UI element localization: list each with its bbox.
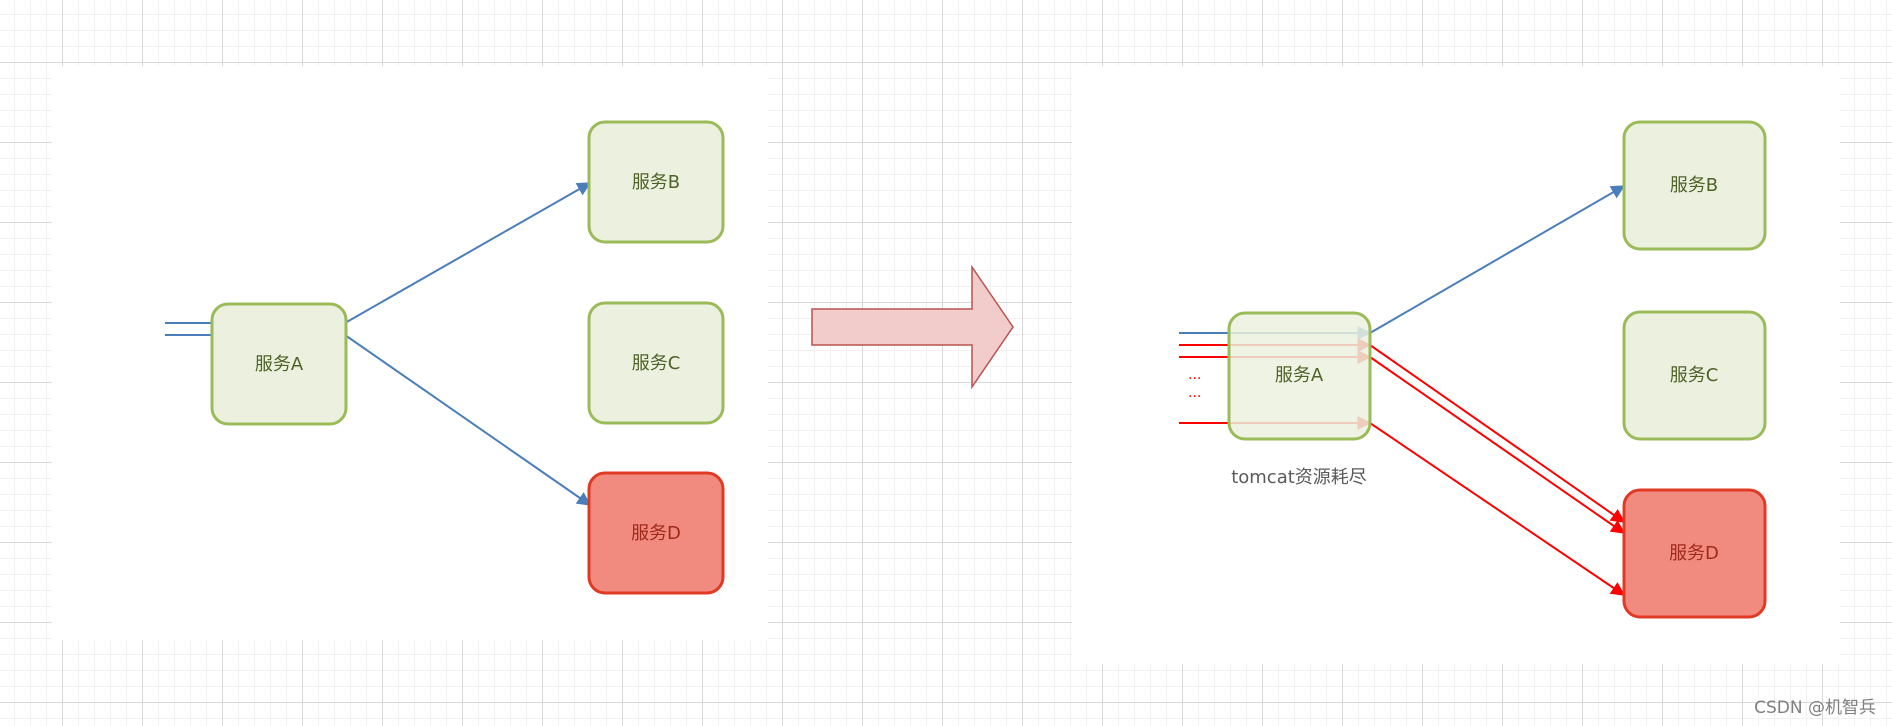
left-service-d-node: 服务D	[587, 471, 725, 595]
right-call-a-to-b	[1369, 185, 1626, 334]
right-arrow-icon	[811, 264, 1014, 390]
right-call-a-to-d-1	[1369, 344, 1626, 523]
watermark: CSDN @机智兵	[1754, 698, 1876, 718]
right-service-a-label: 服务A	[1275, 365, 1324, 386]
left-service-a-label: 服务A	[255, 354, 304, 375]
left-service-a-node: 服务A	[210, 302, 348, 426]
left-service-b-node: 服务B	[587, 120, 725, 244]
left-call-a-to-d	[344, 334, 592, 506]
right-ellipsis-top: ...	[1188, 367, 1201, 383]
right-ellipsis-bottom: ...	[1188, 385, 1201, 401]
right-call-a-to-d-2	[1369, 356, 1626, 534]
right-service-d-label: 服务D	[1669, 543, 1719, 564]
right-call-a-to-d-3	[1369, 422, 1626, 596]
right-service-c-node: 服务C	[1622, 310, 1767, 441]
right-service-b-node: 服务B	[1622, 120, 1767, 251]
right-service-b-label: 服务B	[1670, 175, 1718, 196]
left-service-b-label: 服务B	[632, 172, 680, 193]
left-service-d-label: 服务D	[631, 523, 681, 544]
right-service-c-label: 服务C	[1670, 365, 1719, 386]
left-service-c-label: 服务C	[632, 353, 681, 374]
right-caption-tomcat-exhausted: tomcat资源耗尽	[1231, 467, 1367, 488]
right-diagram: ... ... 服务A tomcat资源耗尽 服务B 服	[1179, 120, 1767, 619]
left-call-a-to-b	[344, 182, 592, 324]
left-diagram: 服务A 服务B 服务C 服务D	[165, 120, 725, 595]
right-service-a-node: 服务A	[1227, 311, 1372, 441]
right-service-d-node: 服务D	[1622, 488, 1767, 619]
left-service-c-node: 服务C	[587, 301, 725, 425]
